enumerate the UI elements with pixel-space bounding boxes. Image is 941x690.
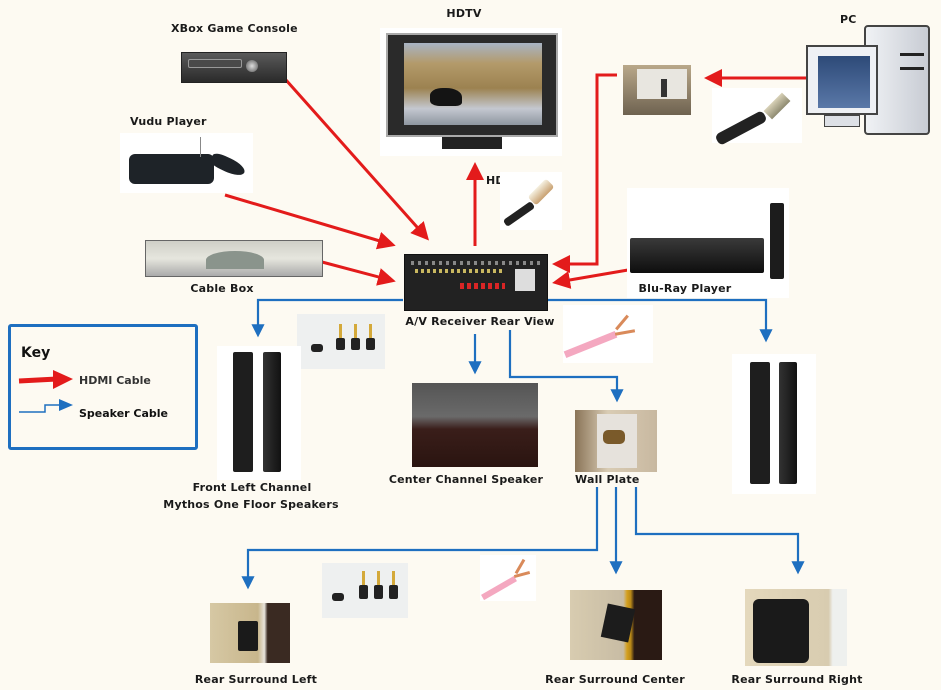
key-hdmi-label: HDMI Cable xyxy=(79,374,151,387)
hdmi-wire-xbox xyxy=(284,79,429,241)
wall-plate-image xyxy=(575,410,657,472)
speaker-wire-image-2 xyxy=(480,555,536,601)
hdmi-cable-image xyxy=(500,172,562,230)
hdtv-image xyxy=(380,28,562,156)
center-speaker-image xyxy=(412,383,538,467)
front-right-speaker-image xyxy=(732,354,816,494)
rear-right-label: Rear Surround Right xyxy=(731,673,863,686)
speaker-wire-image xyxy=(563,305,653,363)
key-title: Key xyxy=(21,345,51,361)
center-label: Center Channel Speaker xyxy=(388,473,544,486)
cable-box-image xyxy=(145,240,323,277)
pc-label: PC xyxy=(840,13,857,26)
key-icons xyxy=(18,370,73,413)
rear-left-speaker-image xyxy=(210,603,290,663)
av-receiver-image xyxy=(404,254,548,311)
banana-plugs-image-2 xyxy=(322,563,408,618)
rear-center-label: Rear Surround Center xyxy=(545,673,685,686)
banana-plugs-image xyxy=(297,314,385,369)
speaker-wire-front-right xyxy=(545,298,773,343)
key-hdmi-arrow-icon xyxy=(18,376,58,384)
hdtv-label: HDTV xyxy=(446,7,482,20)
rear-center-speaker-image xyxy=(570,590,662,660)
key-speaker-arrowhead-icon xyxy=(59,399,73,411)
key-speaker-label: Speaker Cable xyxy=(79,407,169,420)
front-left-label-line2: Mythos One Floor Speakers xyxy=(163,498,339,511)
vudu-label: Vudu Player xyxy=(130,115,207,128)
speaker-wire-rear-left xyxy=(241,487,599,590)
cable-box-label: Cable Box xyxy=(190,282,254,295)
wall-plate-label: Wall Plate xyxy=(575,473,640,486)
speaker-wire-front-left xyxy=(251,298,403,338)
rear-left-label: Rear Surround Left xyxy=(194,673,318,686)
xbox-label: XBox Game Console xyxy=(171,22,298,35)
hdmi-wire-wall-jack xyxy=(552,73,617,273)
bluray-label: Blu-Ray Player xyxy=(638,282,732,295)
hdmi-wire-vudu xyxy=(224,193,396,250)
pc-hdmi-cable-image xyxy=(712,88,802,146)
key-speaker-line-icon xyxy=(19,404,61,413)
legend-key: Key HDMI Cable Speaker Cable xyxy=(8,324,198,450)
vudu-player-image xyxy=(120,133,253,193)
front-left-label-line1: Front Left Channel xyxy=(192,481,312,494)
receiver-label: A/V Receiver Rear View xyxy=(405,315,555,328)
key-hdmi-arrowhead-icon xyxy=(53,370,73,389)
xbox-console-image xyxy=(181,52,287,83)
front-left-speaker-image xyxy=(217,346,301,480)
pc-image xyxy=(806,18,941,135)
speaker-wire-wall-plate xyxy=(508,330,624,403)
hdmi-wire-bluray xyxy=(552,268,629,289)
wall-hdmi-jack-image xyxy=(623,65,691,115)
rear-right-speaker-image xyxy=(745,589,847,666)
speaker-wire-rear-right xyxy=(634,487,805,575)
hdmi-wire-cable-box xyxy=(321,260,396,286)
bluray-player-image xyxy=(627,188,789,298)
